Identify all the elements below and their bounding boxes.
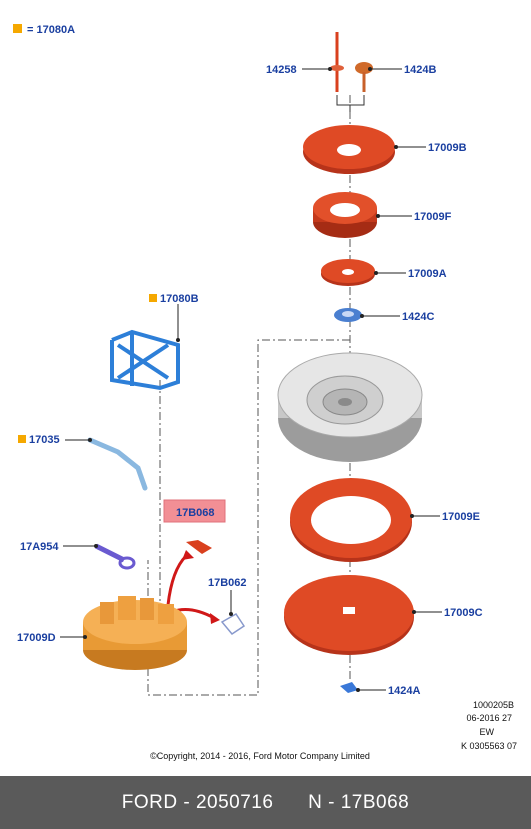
spacer-17009F bbox=[313, 192, 377, 238]
copyright-text: ©Copyright, 2014 - 2016, Ford Motor Comp… bbox=[150, 751, 370, 761]
label-17080B: 17080B bbox=[160, 293, 199, 305]
washer-1424C bbox=[334, 308, 362, 322]
footer-part-number: 2050716 bbox=[195, 791, 274, 813]
jack-17080B bbox=[110, 329, 180, 391]
meta-line-1: 1000205B bbox=[473, 700, 514, 710]
nut-1424B bbox=[355, 62, 373, 92]
bolt-14258 bbox=[330, 32, 344, 92]
label-17009A: 17009A bbox=[408, 268, 447, 280]
label-17009B: 17009B bbox=[428, 142, 467, 154]
label-1424B: 1424B bbox=[404, 64, 436, 76]
legend-text: = 17080A bbox=[27, 24, 75, 36]
spacer-17009A bbox=[321, 259, 375, 286]
label-17B068: 17B068 bbox=[176, 507, 215, 519]
meta-line-4: K 0305563 07 bbox=[461, 741, 517, 751]
footer-code: 17B068 bbox=[340, 791, 410, 813]
legend-marker-17080B bbox=[149, 294, 157, 302]
label-17009C: 17009C bbox=[444, 607, 483, 619]
label-1424C: 1424C bbox=[402, 311, 434, 323]
meta-line-3: EW bbox=[480, 727, 495, 737]
footer-brand: FORD bbox=[121, 791, 178, 813]
jack-handle-17035 bbox=[87, 437, 148, 491]
highlight-box-17B068 bbox=[163, 499, 226, 523]
cover-17009C bbox=[284, 575, 414, 655]
label-17035: 17035 bbox=[29, 434, 60, 446]
part-17B062 bbox=[220, 613, 246, 635]
tow-eye-17A954 bbox=[94, 543, 136, 570]
footer-code-prefix: N bbox=[308, 791, 323, 813]
clip-1424A bbox=[340, 682, 358, 693]
part-footer-bar: FORD - 2050716 N - 17B068 bbox=[0, 776, 531, 829]
meta-line-2: 06-2016 27 bbox=[466, 713, 512, 723]
exploded-parts-diagram: = 17080A bbox=[13, 24, 517, 761]
spacer-17009B bbox=[303, 125, 395, 174]
tool-tray-17009D bbox=[83, 596, 187, 670]
label-17009E: 17009E bbox=[442, 511, 480, 523]
label-1424A: 1424A bbox=[388, 685, 420, 697]
label-17009F: 17009F bbox=[414, 211, 452, 223]
label-17A954: 17A954 bbox=[20, 541, 59, 553]
legend-marker bbox=[13, 24, 22, 33]
leader-lines bbox=[60, 68, 442, 691]
label-14258: 14258 bbox=[266, 64, 297, 76]
leader-dots bbox=[83, 67, 416, 692]
spacer-17009E bbox=[290, 478, 412, 562]
label-17009D: 17009D bbox=[17, 632, 56, 644]
spare-wheel bbox=[277, 352, 423, 462]
label-17B062: 17B062 bbox=[208, 577, 247, 589]
arrow-to-17B068 bbox=[166, 554, 188, 606]
legend-marker-17035 bbox=[18, 435, 26, 443]
part-17B068 bbox=[186, 540, 212, 554]
